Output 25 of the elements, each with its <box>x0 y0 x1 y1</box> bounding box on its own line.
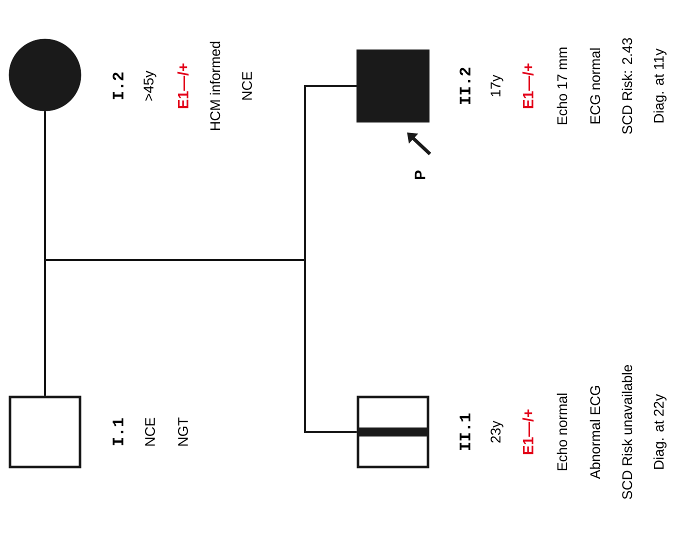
proband-arrow <box>407 132 432 156</box>
clinical-note: Diag. at 11y <box>653 48 667 122</box>
clinical-note: NCE <box>145 418 155 446</box>
clinical-note: SCD Risk unavailable <box>622 364 632 500</box>
clinical-note: Abnormal ECG <box>590 386 600 480</box>
age-label: >45y <box>144 70 156 101</box>
individual-id: II.1 <box>460 413 470 450</box>
clinical-note: Echo 17 mm <box>556 48 568 124</box>
clinical-note: NCE <box>242 72 252 100</box>
genotype-label: E1—/+ <box>177 63 189 108</box>
clinical-note: SCD Risk: 2.43 <box>622 38 632 134</box>
pedigree-line <box>44 85 356 261</box>
age-label: 17y <box>490 74 504 96</box>
individual-id: I.1 <box>112 418 124 446</box>
clinical-note: NGT <box>178 418 188 446</box>
individual-id: I.2 <box>112 72 124 100</box>
clinical-note: Echo normal <box>556 394 568 470</box>
proband-label: P <box>414 170 426 179</box>
individual-id: II.2 <box>460 68 470 104</box>
genotype-label: E1—/+ <box>522 63 534 108</box>
clinical-note: HCM informed <box>210 42 220 130</box>
genotype-label: E1—/+ <box>522 409 534 454</box>
clinical-note: ECG normal <box>590 48 600 124</box>
age-label: 23y <box>490 420 504 443</box>
clinical-note: Diag. at 22y <box>653 394 667 469</box>
